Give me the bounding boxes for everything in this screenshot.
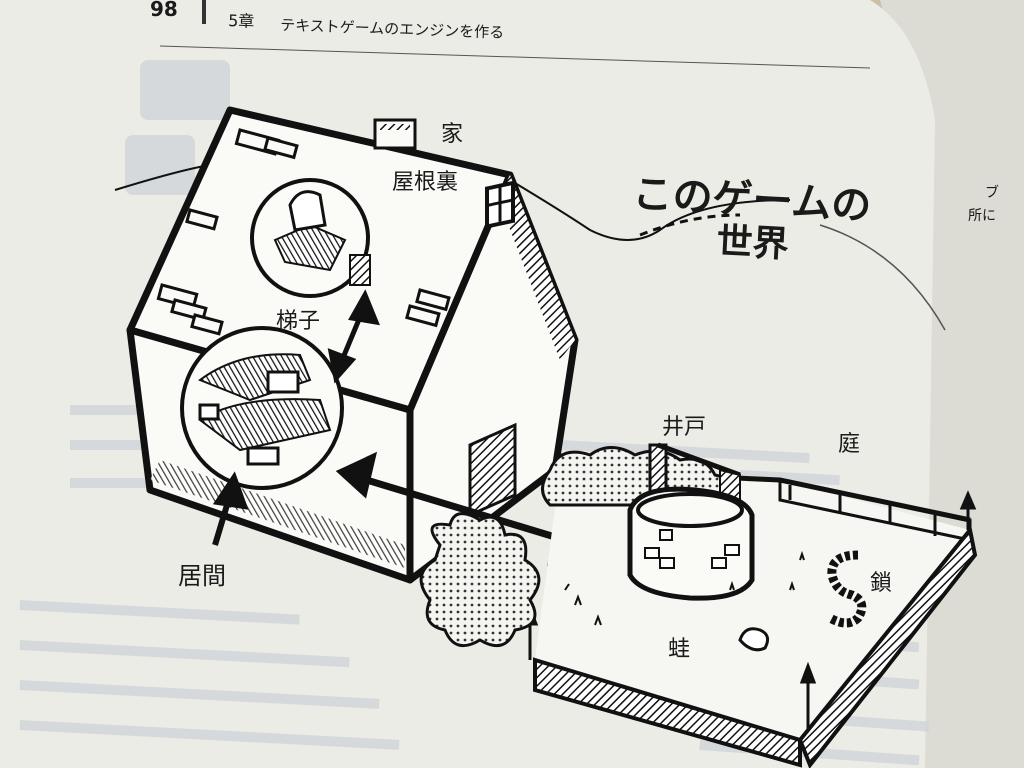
house-door xyxy=(468,422,517,518)
roof-edge-hatch xyxy=(498,175,575,360)
bricks xyxy=(156,128,451,336)
label-attic: 屋根裏 xyxy=(392,170,458,195)
fence-front xyxy=(533,657,802,768)
hill-line-right xyxy=(509,179,791,241)
ladder-arrow xyxy=(327,289,381,384)
label-well: 井戸 xyxy=(662,415,706,440)
wall-shading xyxy=(150,460,405,568)
label-ladder: 梯子 xyxy=(276,309,320,334)
house xyxy=(126,106,579,584)
chimney-top xyxy=(380,124,410,130)
label-garden: 庭 xyxy=(838,432,860,457)
fence-right xyxy=(797,525,978,768)
bush-left xyxy=(419,512,541,648)
right-page-fragment-1: ブ xyxy=(985,184,999,201)
right-page-fragment-2: 所に xyxy=(968,208,996,224)
house-window xyxy=(485,180,515,229)
label-house: 家 xyxy=(441,122,463,147)
header-divider xyxy=(202,0,206,24)
garden xyxy=(419,442,978,768)
page-number: 98 xyxy=(150,0,178,21)
title-swoosh xyxy=(819,224,946,331)
attic-vignette xyxy=(250,178,371,298)
chapter-number: 5章 xyxy=(228,11,255,31)
header-rule xyxy=(159,45,871,69)
well xyxy=(627,442,755,601)
illustration-title-line2: 世界 xyxy=(716,221,790,266)
living-room-arrow xyxy=(212,471,249,546)
label-chain: 鎖 xyxy=(870,571,892,596)
hill-dash xyxy=(639,213,741,237)
living-room-vignette xyxy=(180,326,344,490)
label-living-room: 居間 xyxy=(178,562,226,590)
label-frog: 蛙 xyxy=(668,637,690,662)
chain xyxy=(827,550,867,628)
frog xyxy=(738,627,770,652)
grass-tufts xyxy=(564,550,805,626)
